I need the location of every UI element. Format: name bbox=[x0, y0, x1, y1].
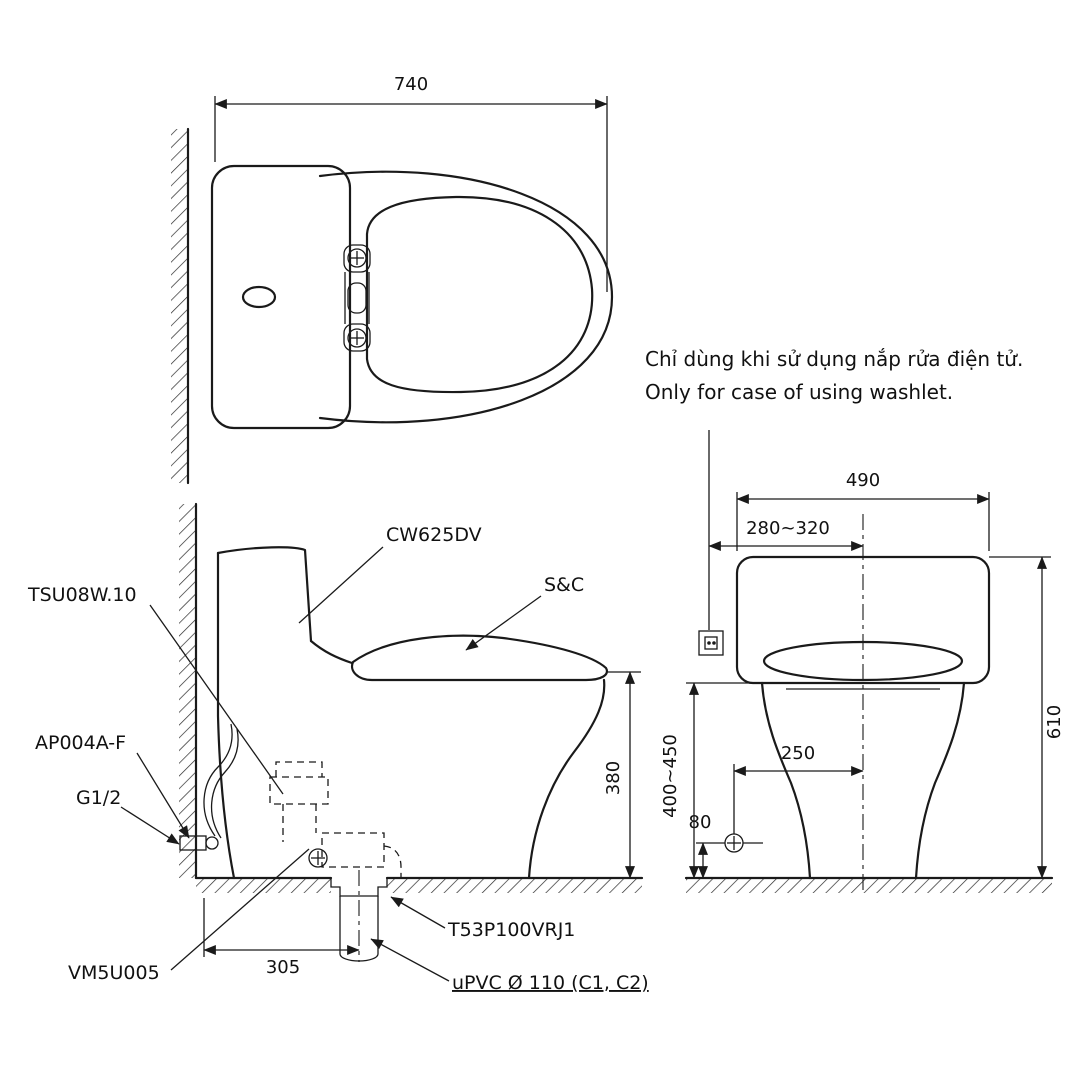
power-outlet-icon bbox=[698, 630, 724, 656]
dim-value-305: 305 bbox=[266, 957, 300, 978]
pedestal-right bbox=[914, 681, 966, 880]
floor-hatch bbox=[387, 879, 642, 893]
label-pipe: uPVC Ø 110 (C1, C2) bbox=[452, 972, 649, 994]
flange bbox=[330, 878, 388, 897]
pedestal-left bbox=[760, 681, 812, 880]
screw-icon bbox=[347, 248, 367, 268]
dimension-740: 740 bbox=[214, 74, 608, 292]
dimension-380: 380 bbox=[603, 671, 641, 879]
internal-trap-dashed bbox=[269, 761, 402, 878]
plan-view: 740 bbox=[171, 74, 614, 485]
floor-hatch bbox=[196, 879, 331, 893]
leader-flange bbox=[390, 896, 446, 929]
pipe-mouth bbox=[339, 953, 379, 962]
flush-button bbox=[241, 285, 277, 309]
note-line-vi: Chỉ dùng khi sử dụng nắp rửa điện tử. bbox=[645, 347, 1023, 371]
leader-seat bbox=[465, 595, 542, 651]
water-supply-assembly bbox=[179, 723, 239, 851]
label-model: CW625DV bbox=[386, 524, 482, 546]
dim-value-610: 610 bbox=[1044, 705, 1065, 739]
label-angle-valve: AP004A-F bbox=[35, 732, 126, 754]
supply-nut bbox=[205, 836, 219, 850]
tank-outline-plan bbox=[210, 164, 352, 430]
outlet-flange-and-pipe bbox=[330, 870, 388, 962]
label-joint: VM5U005 bbox=[68, 962, 160, 984]
dimension-400-450: 400~450 bbox=[660, 682, 761, 879]
wall-hatch-plan bbox=[171, 129, 188, 483]
dimension-610: 610 bbox=[989, 556, 1065, 879]
hinge-bar bbox=[347, 282, 367, 314]
seat-lid-profile bbox=[350, 634, 608, 682]
floor-hatch-front bbox=[686, 879, 1052, 893]
label-seat: S&C bbox=[544, 574, 584, 596]
leader-pipe bbox=[370, 938, 450, 982]
label-fill-valve: TSU08W.10 bbox=[27, 584, 137, 606]
dim-value-380: 380 bbox=[603, 761, 624, 795]
label-flange: T53P100VRJ1 bbox=[447, 919, 575, 941]
back-profile bbox=[216, 551, 236, 880]
leader-model bbox=[298, 546, 384, 624]
dimension-250: 250 bbox=[733, 743, 864, 834]
leader-thread bbox=[120, 806, 180, 845]
bowl-front-profile bbox=[527, 678, 606, 880]
part-labels-side: CW625DV S&C TSU08W.10 AP004A-F G1/2 VM5U… bbox=[27, 524, 649, 994]
front-view: 490 280~320 80 250 bbox=[660, 430, 1065, 893]
dim-value-490: 490 bbox=[846, 470, 880, 491]
wall-hatch-side bbox=[179, 504, 196, 878]
label-thread: G1/2 bbox=[76, 787, 121, 809]
bowl-outline-plan bbox=[318, 170, 614, 424]
washlet-note: Chỉ dùng khi sử dụng nắp rửa điện tử. On… bbox=[645, 347, 1023, 404]
note-line-en: Only for case of using washlet. bbox=[645, 380, 953, 404]
side-view: 380 305 CW625DV S&C TSU08W.10 AP004A-F G… bbox=[27, 502, 649, 994]
seat-hinge bbox=[343, 244, 371, 352]
seat-outline-plan bbox=[365, 195, 594, 394]
dim-value-250: 250 bbox=[781, 743, 815, 764]
toilet-side-outline bbox=[216, 546, 608, 880]
dim-value-80: 80 bbox=[689, 812, 712, 833]
screw-icon bbox=[347, 328, 367, 348]
supply-hose bbox=[203, 723, 233, 837]
dimension-305: 305 bbox=[203, 898, 360, 978]
leader-angle-valve bbox=[136, 752, 190, 839]
tank-to-seat bbox=[309, 639, 354, 665]
dimension-80: 80 bbox=[689, 812, 712, 879]
supply-hose bbox=[210, 728, 239, 839]
dim-value-400-450: 400~450 bbox=[660, 734, 681, 818]
dim-value-740: 740 bbox=[394, 74, 428, 95]
leader-joint bbox=[170, 848, 310, 971]
hinge-housing-top bbox=[343, 244, 371, 273]
dimension-280-320: 280~320 bbox=[708, 430, 864, 630]
leader-fill-valve bbox=[149, 604, 284, 795]
screw-icon bbox=[308, 848, 328, 868]
dim-value-280-320: 280~320 bbox=[746, 518, 830, 539]
tank-profile bbox=[216, 546, 313, 643]
supply-inlet-front bbox=[696, 833, 763, 853]
hinge-housing-bottom bbox=[343, 323, 371, 352]
